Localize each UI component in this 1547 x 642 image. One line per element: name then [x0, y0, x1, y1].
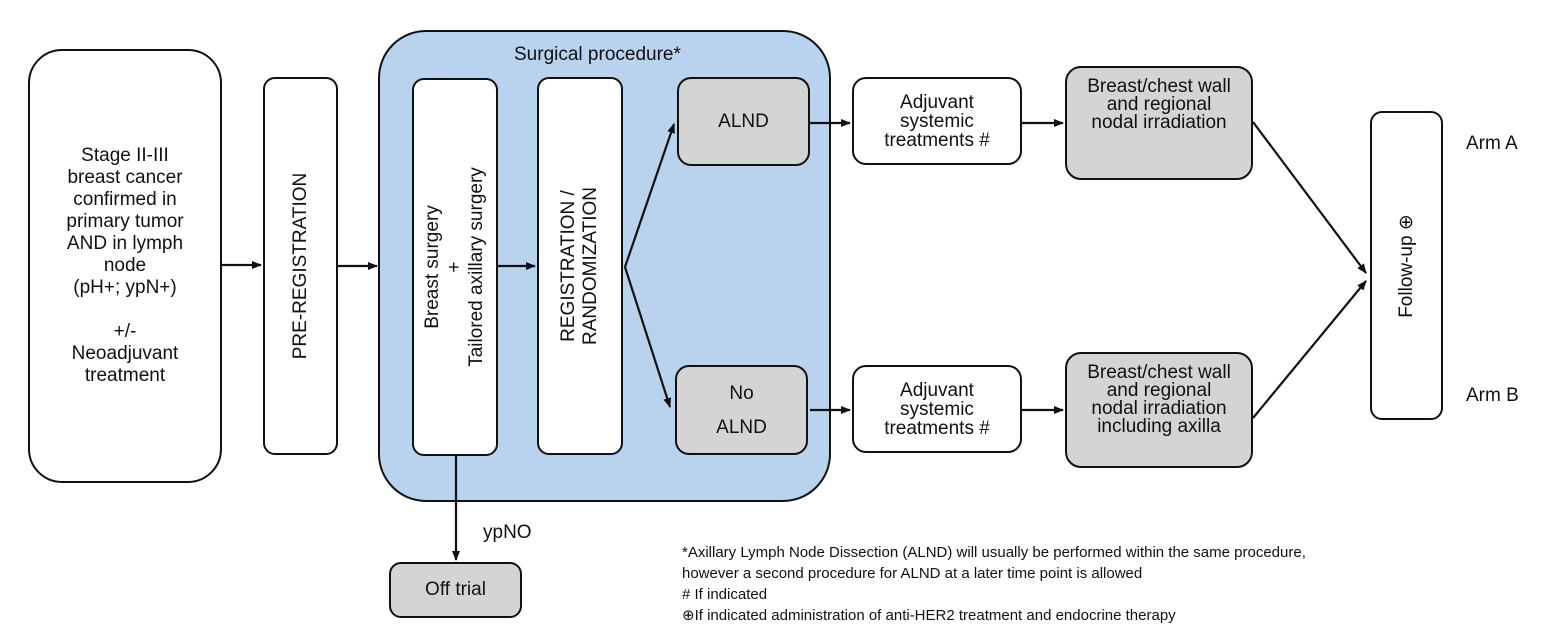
- breast-surgery-label: Breast surgery + Tailored axillary surge…: [422, 167, 487, 367]
- footnote-alnd-2: however a second procedure for ALND at a…: [682, 565, 1143, 582]
- eligibility-text: Stage II-III breast cancer confirmed in …: [66, 145, 184, 386]
- alnd-label: ALND: [718, 110, 769, 132]
- registration-randomization-label: REGISTRATION / RANDOMIZATION: [558, 187, 601, 345]
- arm-a-radiation-label: Breast/chest wall and regional nodal irr…: [1087, 76, 1231, 133]
- breast-surgery-box: Breast surgery + Tailored axillary surge…: [412, 78, 498, 456]
- footnote-hash: # If indicated: [682, 586, 768, 603]
- arm-a-radiation-box: Breast/chest wall and regional nodal irr…: [1065, 66, 1253, 180]
- arm-a-label: Arm A: [1466, 133, 1518, 154]
- footnote-followup: ⊕If indicated administration of anti-HER…: [682, 607, 1176, 624]
- arm-b-radiation-label: Breast/chest wall and regional nodal irr…: [1087, 362, 1231, 437]
- off-trial-box: Off trial: [389, 562, 522, 618]
- arm-b-radiation-box: Breast/chest wall and regional nodal irr…: [1065, 352, 1253, 468]
- ypn0-label: ypNO: [483, 522, 532, 543]
- no-alnd-box: No ALND: [675, 365, 808, 455]
- surgical-procedure-title: Surgical procedure*: [514, 44, 681, 65]
- off-trial-label: Off trial: [425, 579, 486, 600]
- arrow-arm-a-radiation-to-follow-up: [1252, 121, 1367, 274]
- arm-b-label: Arm B: [1466, 385, 1519, 406]
- arm-a-adjuvant-box: Adjuvant systemic treatments #: [852, 77, 1022, 165]
- footnote-alnd-1: *Axillary Lymph Node Dissection (ALND) w…: [682, 544, 1306, 561]
- eligibility-box: Stage II-III breast cancer confirmed in …: [28, 49, 222, 483]
- footnotes: *Axillary Lymph Node Dissection (ALND) w…: [682, 542, 1306, 626]
- arm-b-adjuvant-box: Adjuvant systemic treatments #: [852, 365, 1022, 453]
- follow-up-box: Follow-up ⊕: [1370, 111, 1443, 420]
- pre-registration-box: PRE-REGISTRATION: [263, 77, 338, 455]
- registration-randomization-box: REGISTRATION / RANDOMIZATION: [537, 77, 623, 455]
- arm-b-adjuvant-label: Adjuvant systemic treatments #: [884, 379, 990, 439]
- no-alnd-label: No ALND: [716, 382, 767, 438]
- pre-registration-label: PRE-REGISTRATION: [289, 172, 311, 360]
- follow-up-label: Follow-up ⊕: [1395, 213, 1417, 318]
- arrow-arm-b-radiation-to-follow-up: [1252, 280, 1367, 419]
- alnd-box: ALND: [677, 77, 810, 166]
- arm-a-adjuvant-label: Adjuvant systemic treatments #: [884, 91, 990, 151]
